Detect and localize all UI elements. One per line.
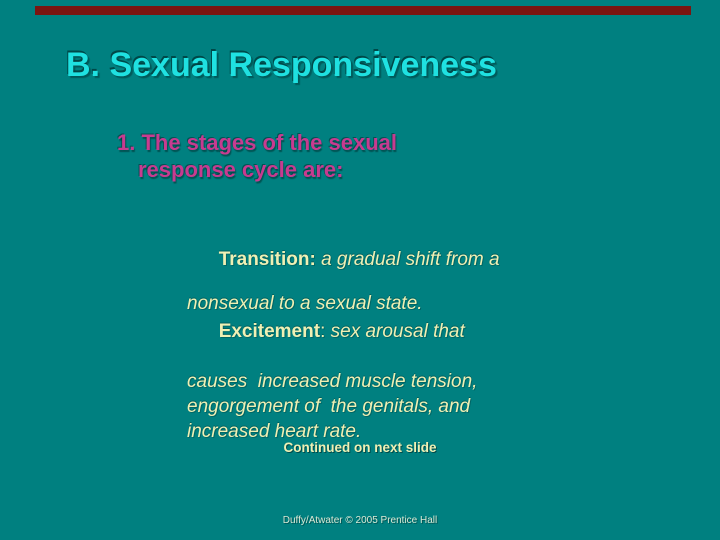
transition-line2: nonsexual to a sexual state. (187, 293, 423, 314)
excitement-line3: engorgement of the genitals, and (187, 396, 471, 417)
top-accent-bar (35, 6, 691, 15)
excitement-line1: Excitement: sex arousal that (187, 294, 477, 369)
copyright-footer: Duffy/Atwater © 2005 Prentice Hall (282, 515, 438, 526)
excitement-colon: : (320, 321, 326, 342)
excitement-line4: increased heart rate. (187, 421, 362, 442)
bullet-heading-line1: 1. The stages of the sexual (117, 130, 397, 155)
excitement-term: Excitement (218, 321, 321, 342)
transition-line1: Transition: a gradual shift from a (187, 227, 500, 293)
bullet-heading-line2: response cycle are: (138, 157, 344, 182)
excitement-paragraph: Excitement: sex arousal that causes incr… (187, 294, 477, 444)
transition-paragraph: Transition: a gradual shift from a nonse… (187, 227, 500, 315)
bullet-heading: 1. The stages of the sexual response cyc… (117, 129, 397, 183)
excitement-definition-start: sex arousal that (325, 321, 465, 342)
transition-definition-start: a gradual shift from a (315, 249, 500, 270)
transition-term: Transition: (218, 249, 316, 270)
continued-note: Continued on next slide (283, 440, 437, 455)
slide-title: B. Sexual Responsiveness (66, 46, 497, 84)
excitement-line2: causes increased muscle tension, (187, 371, 478, 392)
